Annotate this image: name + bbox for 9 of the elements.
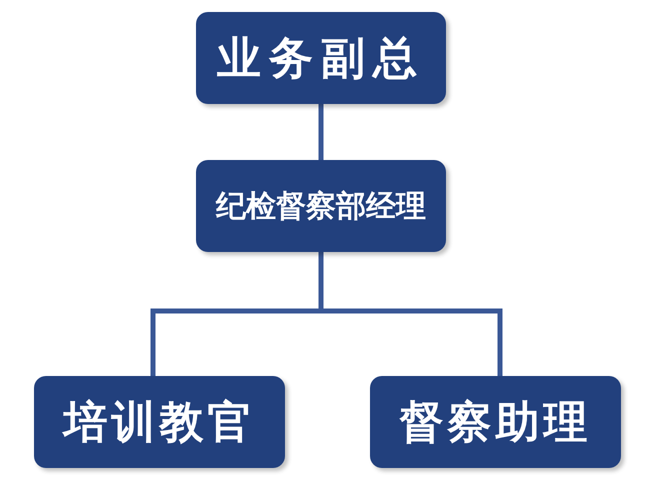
org-box xyxy=(34,376,285,468)
org-title: 纪检督察部经理 xyxy=(216,188,426,226)
org-title: 督察助理 xyxy=(400,396,592,450)
org-box xyxy=(370,376,621,468)
org-title: 业务副总 xyxy=(217,32,425,86)
org-title: 培训教官 xyxy=(64,396,256,450)
connector-line xyxy=(318,104,324,160)
org-box xyxy=(196,160,446,252)
org-box xyxy=(196,12,446,104)
